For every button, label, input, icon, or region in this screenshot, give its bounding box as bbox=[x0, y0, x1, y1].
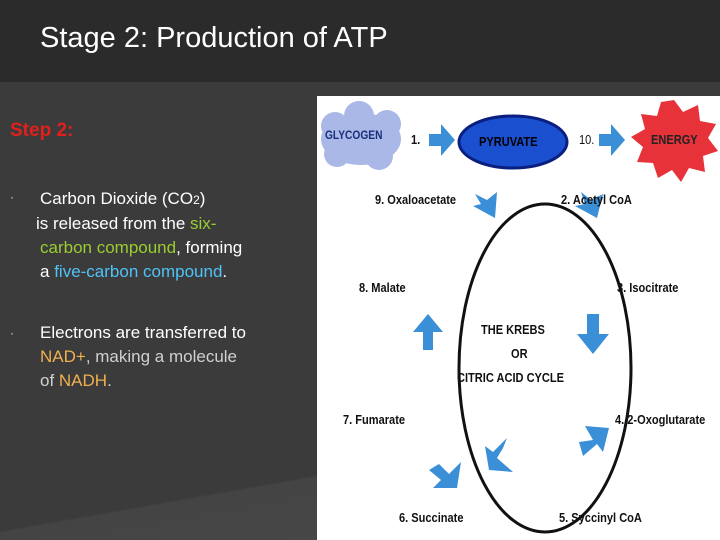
slide-title: Stage 2: Production of ATP bbox=[40, 22, 388, 54]
arrow-icon bbox=[473, 192, 497, 218]
step-acetyl-coa: 2. Acetyl CoA bbox=[561, 192, 632, 207]
step-heading: Step 2: bbox=[10, 120, 74, 141]
cycle-title-line3: CITRIC ACID CYCLE bbox=[457, 370, 565, 385]
energy-label: ENERGY bbox=[651, 132, 698, 147]
arrow-right-icon bbox=[599, 124, 625, 156]
step-fumarate: 7. Fumarate bbox=[343, 412, 406, 427]
step-oxaloacetate: 9. Oxaloacetate bbox=[375, 192, 457, 207]
bullet-co2-line4: a five-carbon compound. bbox=[40, 262, 228, 281]
arrow-icon bbox=[485, 438, 513, 472]
arrow-right-icon bbox=[429, 124, 455, 156]
energy-burst-icon bbox=[631, 100, 718, 182]
cycle-title-line2: OR bbox=[511, 346, 528, 361]
step-isocitrate: 3. Isocitrate bbox=[617, 280, 679, 295]
bullet-marker: · bbox=[10, 190, 14, 204]
krebs-cycle-graphic bbox=[321, 100, 718, 534]
step-oxoglutarate: 4. 2-Oxoglutarate bbox=[615, 412, 706, 427]
bullet-electrons-line2: NAD+, making a molecule bbox=[40, 347, 238, 366]
step-10-label: 10. bbox=[579, 132, 595, 147]
step-1-label: 1. bbox=[411, 132, 421, 147]
arrow-icon bbox=[413, 314, 443, 350]
cycle-title-line1: THE KREBS bbox=[481, 322, 545, 337]
krebs-cycle-diagram: GLYCOGEN 1. PYRUVATE 10. ENERGY 9. Oxalo… bbox=[317, 96, 720, 540]
cycle-arrows bbox=[413, 192, 609, 488]
bullet-marker: · bbox=[10, 326, 14, 340]
arrow-icon bbox=[579, 426, 609, 456]
arrow-icon bbox=[429, 462, 461, 488]
glycogen-cloud-icon bbox=[321, 101, 401, 170]
bullet-co2-line3: carbon compound, forming bbox=[40, 238, 243, 257]
bullet-co2-line2: is released from the six- bbox=[36, 214, 217, 233]
pyruvate-label: PYRUVATE bbox=[479, 134, 538, 149]
arrow-icon bbox=[575, 192, 603, 218]
title-band bbox=[0, 0, 720, 82]
bullet-electrons: Electrons are transferred to NAD+, makin… bbox=[40, 321, 300, 393]
cycle-ring bbox=[457, 202, 633, 534]
bullet-electrons-line1: Electrons are transferred to bbox=[40, 323, 246, 342]
step-succinyl-coa: 5. Syccinyl CoA bbox=[559, 510, 642, 525]
bullet-electrons-line3: of NADH. bbox=[40, 371, 112, 390]
bullet-co2: Carbon Dioxide (CO2) is released from th… bbox=[36, 187, 300, 284]
bullet-co2-line1: Carbon Dioxide (CO2) bbox=[40, 189, 206, 208]
step-malate: 8. Malate bbox=[359, 280, 406, 295]
step-succinate: 6. Succinate bbox=[399, 510, 464, 525]
pyruvate-oval bbox=[457, 114, 569, 170]
arrow-icon bbox=[577, 314, 609, 354]
glycogen-label: GLYCOGEN bbox=[325, 128, 383, 142]
